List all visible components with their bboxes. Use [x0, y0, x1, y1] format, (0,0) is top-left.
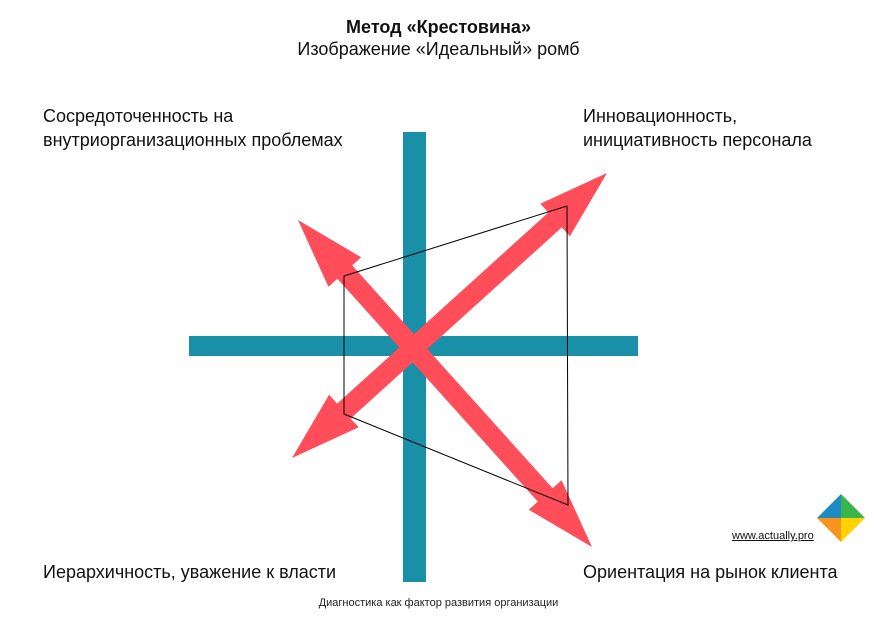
diamond-logo-icon	[817, 494, 865, 542]
page-title: Метод «Крестовина»	[346, 17, 531, 37]
arrow-diagonal-rising	[292, 173, 607, 458]
arrows	[292, 173, 607, 547]
label-top-right-line2: инициативность персонала	[583, 130, 812, 150]
page-subtitle: Изображение «Идеальный» ромб	[297, 39, 580, 59]
label-top-right-line1: Инновационность,	[583, 106, 738, 126]
profile-outline	[343, 205, 569, 506]
arrow-diagonal-falling	[298, 220, 592, 547]
label-top-right: Инновационность, инициативность персонал…	[583, 104, 812, 152]
label-bottom-right: Ориентация на рынок клиента	[583, 562, 838, 582]
footer-caption: Диагностика как фактор развития организа…	[318, 597, 559, 609]
label-top-left-line2: внутриорганизационных проблемах	[43, 130, 343, 150]
website-link[interactable]: www.actually.pro	[732, 530, 814, 542]
label-top-left: Сосредоточенность на внутриорганизационн…	[43, 104, 343, 152]
label-bottom-left: Иерархичность, уважение к власти	[43, 562, 337, 582]
label-top-left-line1: Сосредоточенность на	[43, 106, 234, 126]
